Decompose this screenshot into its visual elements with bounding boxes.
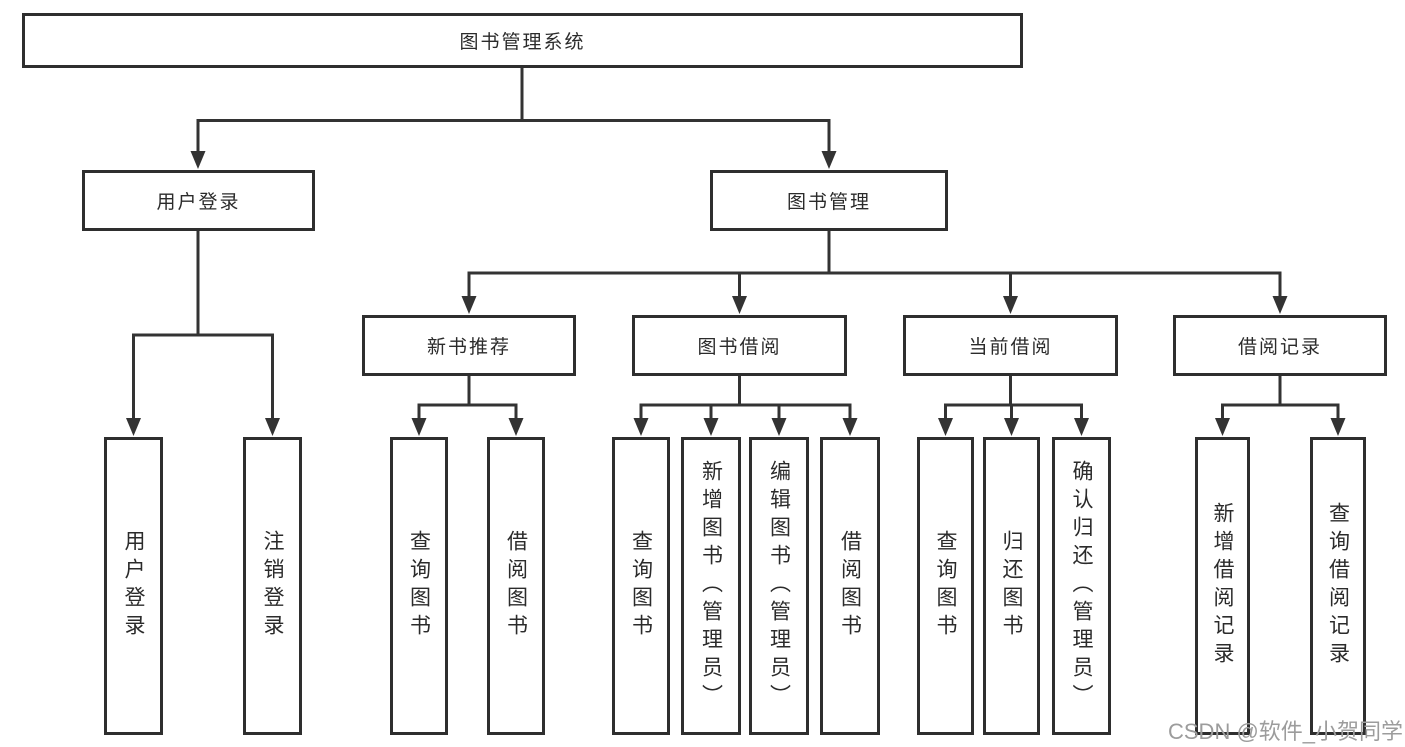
node-library-management-system: 图书管理系统: [22, 13, 1023, 68]
leaf-query-borrow-record: 查询借阅记录: [1310, 437, 1366, 735]
leaf-query-books-borrowing: 查询图书: [612, 437, 670, 735]
leaf-add-borrow-record: 新增借阅记录: [1195, 437, 1250, 735]
node-label: 新书推荐: [426, 337, 511, 358]
node-label: 编辑图书（管理员）: [767, 460, 791, 712]
leaf-logout-login: 注销登录: [243, 437, 302, 735]
node-label: 新增图书（管理员）: [699, 460, 723, 712]
node-label: 图书借阅: [697, 337, 782, 358]
node-label: 图书管理: [786, 192, 871, 213]
node-book-borrowing: 图书借阅: [632, 315, 847, 376]
node-label: 确认归还（管理员）: [1070, 460, 1093, 712]
node-borrowing-records: 借阅记录: [1173, 315, 1387, 376]
node-label: 借阅图书: [838, 530, 862, 642]
leaf-edit-book-admin: 编辑图书（管理员）: [749, 437, 809, 735]
node-label: 查询图书: [934, 530, 957, 642]
node-label: 归还图书: [1000, 530, 1023, 642]
node-label: 借阅记录: [1237, 337, 1322, 358]
node-book-management: 图书管理: [710, 170, 948, 231]
node-label: 借阅图书: [504, 530, 528, 642]
node-label: 当前借阅: [968, 337, 1053, 358]
node-label: 用户登录: [122, 530, 145, 642]
leaf-add-book-admin: 新增图书（管理员）: [681, 437, 741, 735]
leaf-return-books: 归还图书: [983, 437, 1040, 735]
leaf-borrow-books-borrowing: 借阅图书: [820, 437, 880, 735]
node-label: 查询借阅记录: [1326, 502, 1350, 670]
leaf-user-login: 用户登录: [104, 437, 163, 735]
leaf-borrow-books-recommendation: 借阅图书: [487, 437, 545, 735]
node-label: 注销登录: [261, 530, 284, 642]
node-new-book-recommendation: 新书推荐: [362, 315, 576, 376]
leaf-confirm-return-admin: 确认归还（管理员）: [1052, 437, 1111, 735]
node-label: 查询图书: [629, 530, 653, 642]
node-label: 用户登录: [156, 192, 241, 213]
node-label: 新增借阅记录: [1211, 502, 1234, 670]
node-current-borrowing: 当前借阅: [903, 315, 1118, 376]
node-label: 查询图书: [407, 530, 431, 642]
leaf-query-books-current: 查询图书: [917, 437, 974, 735]
node-label: 图书管理系统: [459, 32, 586, 53]
node-user-login: 用户登录: [82, 170, 315, 231]
leaf-query-books-recommendation: 查询图书: [390, 437, 448, 735]
watermark-text: CSDN @软件_小贺同学: [1168, 719, 1404, 744]
